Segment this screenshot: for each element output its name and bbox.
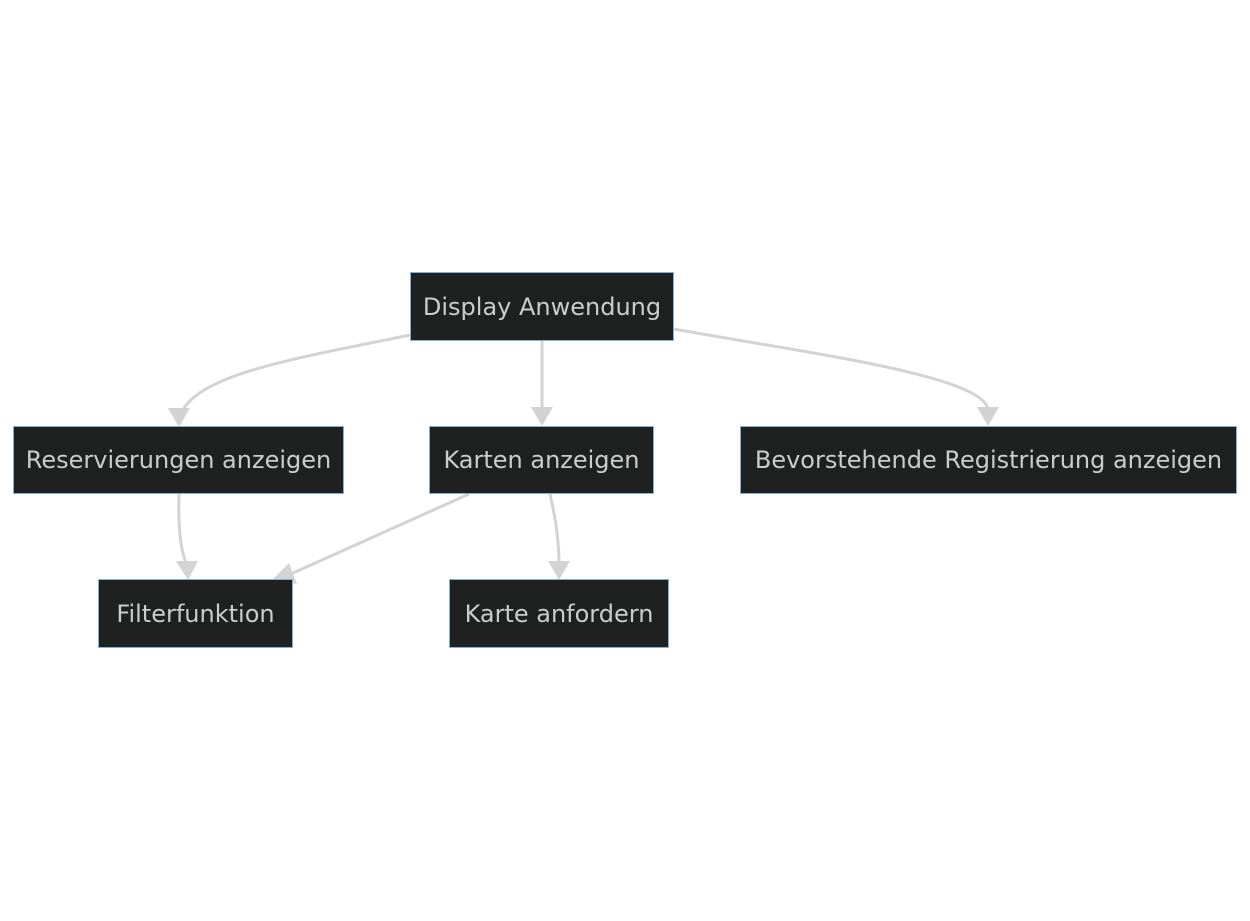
node-karten-anzeigen: Karten anzeigen — [429, 426, 654, 494]
node-display-anwendung: Display Anwendung — [410, 272, 674, 341]
node-bevorstehende-registrierung-anzeigen: Bevorstehende Registrierung anzeigen — [740, 426, 1237, 494]
node-label: Filterfunktion — [116, 599, 275, 628]
node-label: Bevorstehende Registrierung anzeigen — [754, 446, 1223, 474]
arrowhead-filter-from-reservierungen — [176, 561, 198, 580]
edge-display-to-reservierungen — [177, 333, 411, 425]
node-label: Reservierungen anzeigen — [25, 446, 332, 474]
node-label: Karten anzeigen — [443, 446, 640, 474]
arrowhead-reservierungen — [168, 408, 190, 427]
arrowhead-anfordern — [548, 561, 570, 580]
arrowhead-karten — [531, 407, 553, 426]
edge-display-to-bevorstehende — [673, 327, 990, 411]
arrowhead-filter-from-karten — [272, 563, 297, 584]
edge-karten-to-filter — [292, 492, 470, 575]
node-filterfunktion: Filterfunktion — [98, 579, 293, 648]
arrowhead-bevorstehende — [977, 407, 999, 426]
node-label: Display Anwendung — [422, 292, 662, 321]
node-reservierungen-anzeigen: Reservierungen anzeigen — [13, 426, 344, 494]
node-karte-anfordern: Karte anfordern — [449, 579, 669, 648]
node-label: Karte anfordern — [464, 599, 654, 628]
edge-reservierungen-to-filter — [177, 493, 188, 564]
edge-karten-to-anfordern — [548, 493, 561, 564]
